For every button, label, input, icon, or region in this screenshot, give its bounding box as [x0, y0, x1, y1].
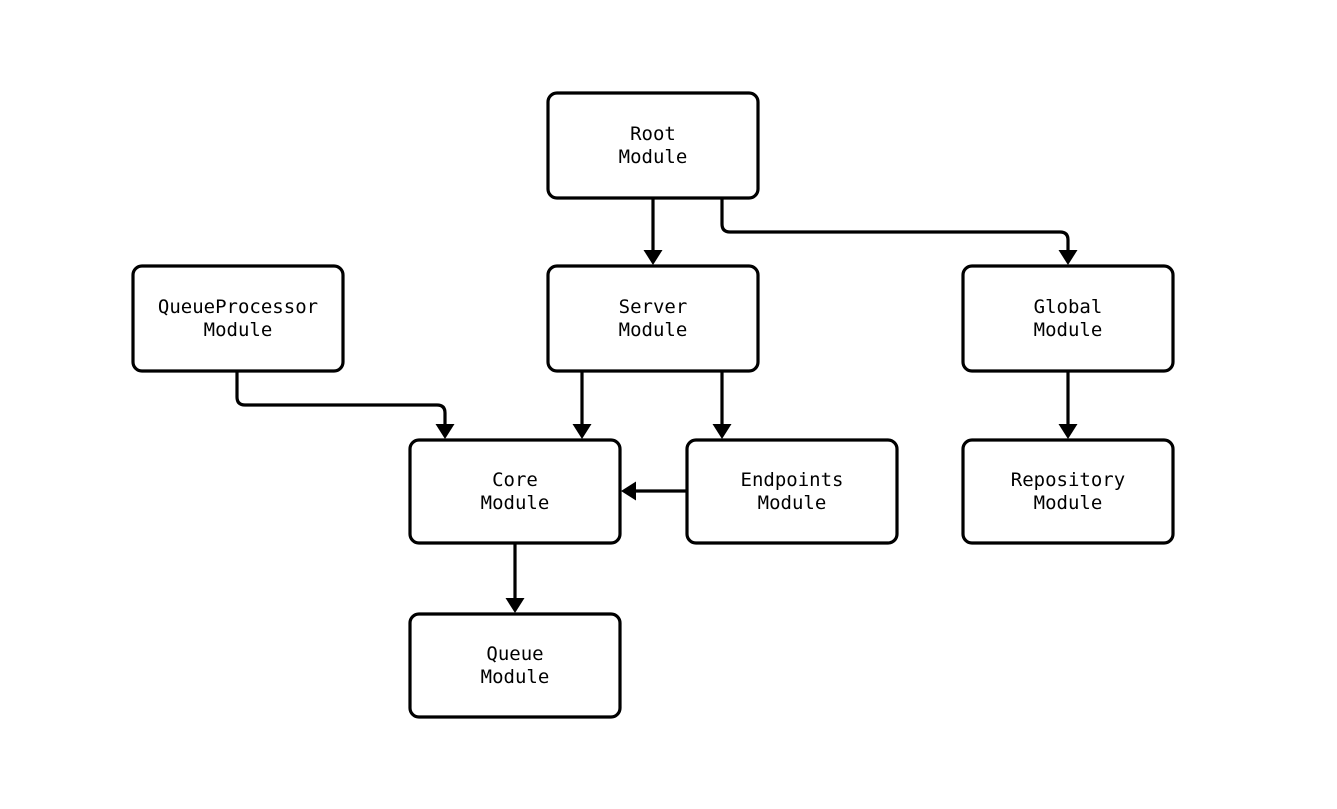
edge-root-to-server — [643, 198, 663, 265]
edge-queueprocessor-to-core — [235, 371, 455, 439]
node-label-repository-line2: Module — [1034, 492, 1103, 514]
node-label-core-line2: Module — [481, 492, 550, 514]
node-label-server-line1: Server — [619, 296, 688, 318]
arrowhead-endpoints-to-core — [621, 481, 636, 501]
node-box-root[interactable] — [546, 91, 760, 200]
edge-server-to-endpoints — [712, 371, 732, 439]
node-box-core[interactable] — [408, 438, 622, 545]
node-label-endpoints-line1: Endpoints — [741, 469, 844, 491]
edge-global-to-repository — [1058, 371, 1078, 439]
arrowhead-root-to-global — [1058, 250, 1078, 265]
edge-endpoints-to-core — [621, 481, 687, 501]
node-label-repository-line1: Repository — [1011, 469, 1125, 491]
arrowhead-core-to-queue — [505, 598, 525, 613]
edge-layer — [235, 198, 1078, 613]
edge-line — [720, 198, 1070, 252]
node-label-queue-line1: Queue — [486, 643, 543, 665]
node-box-repository[interactable] — [961, 438, 1175, 545]
arrowhead-root-to-server — [643, 250, 663, 265]
node-label-queue-line2: Module — [481, 666, 550, 688]
node-box-endpoints[interactable] — [685, 438, 899, 545]
arrowhead-global-to-repository — [1058, 424, 1078, 439]
edge-root-to-global — [720, 198, 1078, 265]
node-label-global-line1: Global — [1034, 296, 1103, 318]
node-label-queueprocessor-line2: Module — [204, 319, 273, 341]
node-label-queueprocessor-line1: QueueProcessor — [158, 296, 318, 318]
edge-server-to-core — [572, 371, 592, 439]
node-box-queue[interactable] — [408, 612, 622, 719]
node-label-root-line1: Root — [630, 123, 676, 145]
arrowhead-server-to-endpoints — [712, 424, 732, 439]
node-box-server[interactable] — [546, 264, 760, 373]
node-box-global[interactable] — [961, 264, 1175, 373]
node-label-root-line2: Module — [619, 146, 688, 168]
edge-core-to-queue — [505, 543, 525, 613]
node-label-endpoints-line2: Module — [758, 492, 827, 514]
arrowhead-server-to-core — [572, 424, 592, 439]
node-label-global-line2: Module — [1034, 319, 1103, 341]
node-label-core-line1: Core — [492, 469, 538, 491]
node-layer: RootModuleQueueProcessorModuleServerModu… — [131, 91, 1175, 719]
node-label-server-line2: Module — [619, 319, 688, 341]
arrowhead-queueprocessor-to-core — [435, 424, 455, 439]
node-box-queueprocessor[interactable] — [131, 264, 345, 373]
edge-line — [235, 371, 447, 426]
